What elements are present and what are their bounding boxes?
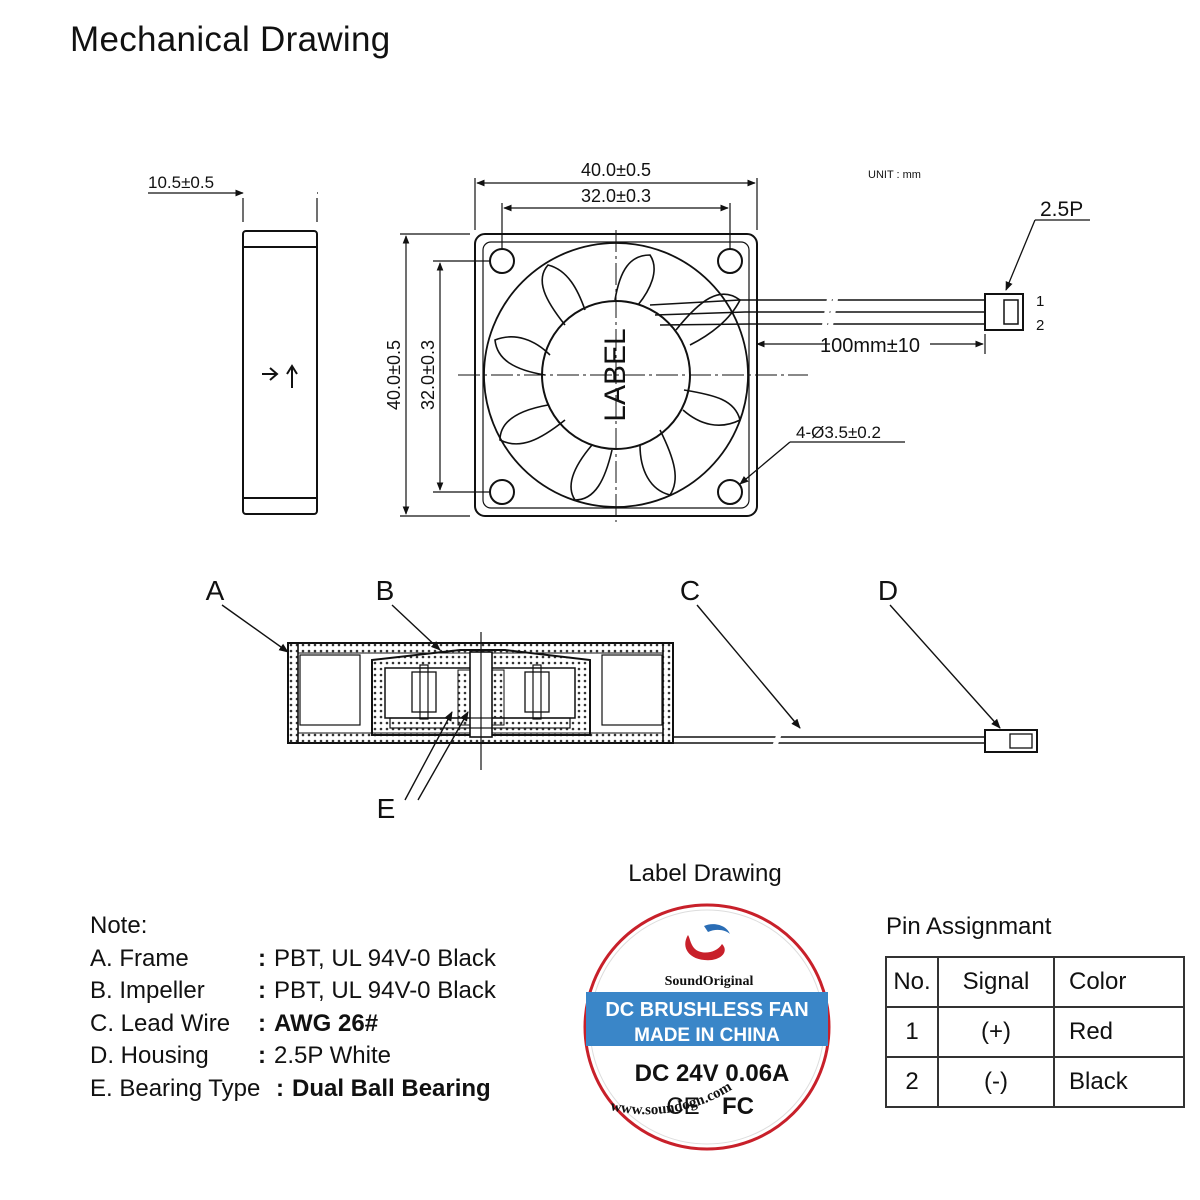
note-item: C. Lead Wire: AWG 26# (90, 1008, 496, 1041)
note-value: 2.5P White (274, 1042, 391, 1069)
table-row: 2 (-) Black (885, 1056, 1185, 1108)
callout-c: C (680, 575, 700, 606)
callout-e: E (377, 793, 396, 824)
note-key: E. Bearing Type (90, 1074, 261, 1102)
note-item: D. Housing:2.5P White (90, 1040, 496, 1073)
table-cell: 2 (885, 1056, 939, 1108)
hole-dimension: 4-Ø3.5±0.2 (796, 423, 881, 442)
frame-height-dimension: 40.0±0.5 (384, 340, 404, 410)
hub-label: LABEL (599, 328, 632, 421)
table-cell: Black (1053, 1056, 1185, 1108)
note-key: A. Frame (90, 944, 189, 972)
column-header: Signal (937, 956, 1055, 1008)
unit-note: UNIT : mm (868, 169, 921, 181)
label-line1: DC BRUSHLESS FAN (605, 999, 808, 1021)
note-value: AWG 26# (274, 1009, 379, 1037)
connector-dimension: 2.5P (1040, 198, 1083, 221)
cross-section-view (221, 604, 1038, 801)
note-value: Dual Ball Bearing (292, 1074, 491, 1102)
note-value: PBT, UL 94V-0 Black (274, 944, 496, 972)
hole-spacing-h-dimension: 32.0±0.3 (581, 186, 651, 206)
mounting-hole (717, 479, 743, 505)
pin-assignment-table: No. Signal Color 1 (+) Red 2 (-) Black (885, 956, 1185, 1108)
note-separator: : (258, 944, 266, 972)
column-header: No. (885, 956, 939, 1008)
callout-d: D (878, 575, 898, 606)
label-sticker: SoundOriginal DC BRUSHLESS FAN MADE IN C… (583, 903, 831, 1151)
label-drawing-title: Label Drawing (628, 860, 782, 887)
note-key: B. Impeller (90, 977, 205, 1004)
pin2-label: 2 (1036, 317, 1044, 334)
table-cell: 1 (885, 1006, 939, 1058)
label-rating: DC 24V 0.06A (635, 1060, 790, 1087)
pin-assignment-title: Pin Assignmant (886, 913, 1052, 940)
pin1-label: 1 (1036, 293, 1044, 310)
note-separator: : (258, 977, 266, 1004)
note-item: E. Bearing Type: Dual Ball Bearing (90, 1073, 496, 1106)
note-key: C. Lead Wire (90, 1009, 231, 1037)
note-separator: : (258, 1009, 266, 1037)
side-view (148, 189, 318, 515)
front-view (400, 178, 1090, 522)
table-cell: (-) (937, 1056, 1055, 1108)
brand-logo-icon (685, 924, 730, 961)
label-line2: MADE IN CHINA (634, 1025, 780, 1046)
fc-mark: FC (722, 1093, 754, 1120)
mounting-hole (489, 479, 515, 505)
table-header-row: No. Signal Color (885, 956, 1185, 1008)
note-key: D. Housing (90, 1042, 209, 1069)
thickness-dimension: 10.5±0.5 (148, 173, 214, 192)
table-cell: Red (1053, 1006, 1185, 1058)
hole-spacing-v-dimension: 32.0±0.3 (418, 340, 438, 410)
callout-b: B (376, 575, 395, 606)
note-item: B. Impeller: PBT, UL 94V-0 Black (90, 975, 496, 1008)
label-band (586, 992, 828, 1046)
note-separator: : (258, 1042, 266, 1069)
table-cell: (+) (937, 1006, 1055, 1058)
notes-block: Note: A. Frame: PBT, UL 94V-0 Black B. Im… (90, 910, 496, 1105)
notes-heading: Note: (90, 912, 148, 939)
column-header: Color (1053, 956, 1185, 1008)
mounting-hole (717, 248, 743, 274)
ce-mark: CE (666, 1093, 699, 1120)
mounting-hole (489, 248, 515, 274)
note-value: PBT, UL 94V-0 Black (274, 977, 496, 1004)
note-item: A. Frame: PBT, UL 94V-0 Black (90, 943, 496, 976)
callout-a: A (206, 575, 225, 606)
brand-name: SoundOriginal (665, 974, 754, 989)
wire-length-dimension: 100mm±10 (820, 335, 920, 357)
page-title: Mechanical Drawing (70, 20, 391, 59)
table-row: 1 (+) Red (885, 1006, 1185, 1058)
frame-width-dimension: 40.0±0.5 (581, 160, 651, 180)
note-separator: : (276, 1074, 284, 1102)
